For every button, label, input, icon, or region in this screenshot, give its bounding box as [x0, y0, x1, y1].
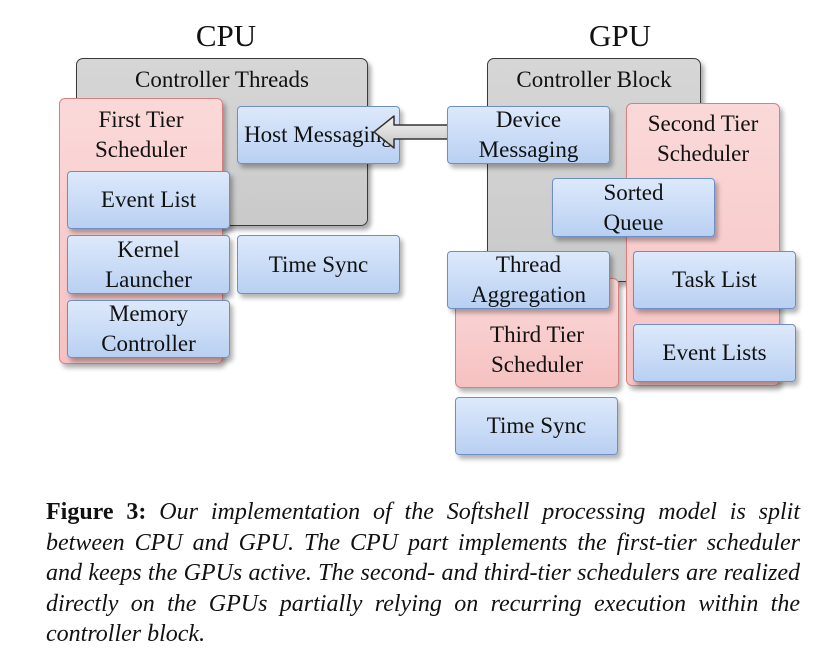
- controller-threads-label: Controller Threads: [135, 67, 309, 92]
- memory-controller-label: Memory Controller: [101, 301, 196, 356]
- first-tier-scheduler-label: First Tier Scheduler: [95, 107, 187, 162]
- third-tier-scheduler-label: Third Tier Scheduler: [490, 322, 584, 377]
- kernel-launcher-box: Kernel Launcher: [67, 235, 230, 294]
- gpu-time-sync-box: Time Sync: [455, 397, 618, 455]
- task-list-box: Task List: [633, 251, 796, 309]
- controller-block-label: Controller Block: [516, 67, 672, 92]
- gpu-time-sync-label: Time Sync: [486, 413, 587, 438]
- cpu-time-sync-label: Time Sync: [268, 251, 369, 277]
- memory-controller-box: Memory Controller: [67, 300, 230, 358]
- event-lists-label: Event Lists: [662, 340, 767, 365]
- kernel-launcher-label: Kernel Launcher: [105, 236, 192, 292]
- task-list-label: Task List: [672, 267, 757, 292]
- event-list-label: Event List: [100, 187, 197, 212]
- thread-aggregation-box: Thread Aggregation: [447, 251, 610, 309]
- figure-label: Figure 3:: [46, 499, 147, 525]
- second-tier-scheduler-label: Second Tier Scheduler: [647, 111, 759, 166]
- cpu-time-sync-box: Time Sync: [237, 235, 400, 294]
- sorted-queue-box: Sorted Queue: [552, 178, 715, 237]
- sorted-queue-label: Sorted Queue: [603, 179, 664, 235]
- host-messaging-label: Host Messaging: [244, 122, 393, 147]
- host-messaging-box: Host Messaging: [237, 106, 400, 164]
- cpu-heading: CPU: [195, 18, 257, 53]
- thread-aggregation-label: Thread Aggregation: [471, 252, 586, 307]
- gpu-heading: GPU: [588, 18, 651, 53]
- event-lists-box: Event Lists: [633, 324, 796, 382]
- device-messaging-box: Device Messaging: [447, 106, 610, 164]
- device-messaging-label: Device Messaging: [478, 107, 579, 162]
- event-list-box: Event List: [67, 171, 230, 229]
- figure-caption-text: Our implementation of the Softshell proc…: [46, 499, 800, 647]
- figure-caption: Figure 3: Our implementation of the Soft…: [46, 497, 800, 650]
